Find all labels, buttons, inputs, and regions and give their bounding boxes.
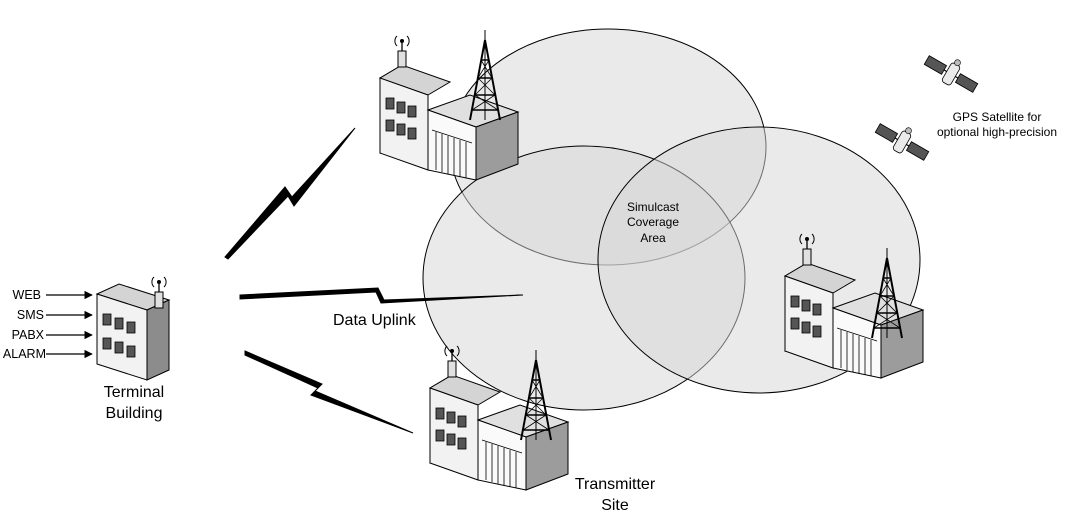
overlap-label-line3: Area: [640, 231, 666, 245]
coverage-ellipses: [422, 28, 921, 411]
terminal-building: [95, 276, 171, 381]
gps-label-line2: optional high-precision: [937, 125, 1057, 139]
transmitter-label-line1: Transmitter: [575, 476, 656, 493]
terminal-label-line1: Terminal: [104, 384, 164, 401]
input-arrows: [46, 290, 93, 359]
overlap-label-line1: Simulcast: [627, 200, 680, 214]
input-labels: WEB SMS PABX ALARM: [3, 288, 46, 361]
uplink-label: Data Uplink: [333, 312, 417, 329]
lightning-bolt-middle: [239, 287, 524, 304]
satellite-icon: [920, 45, 984, 99]
input-label-alarm: ALARM: [3, 347, 46, 361]
gps-label-line1: GPS Satellite for: [953, 110, 1042, 124]
input-label-pabx: PABX: [12, 328, 45, 342]
input-label-sms: SMS: [17, 308, 44, 322]
lightning-bolt-bottom: [244, 350, 414, 434]
overlap-label-line2: Coverage: [627, 215, 679, 229]
uplink-lightning: [224, 127, 524, 434]
satellite-icon: [871, 113, 935, 167]
transmitter-label-line2: Site: [601, 497, 629, 514]
lightning-bolt-top: [224, 127, 356, 260]
input-label-web: WEB: [13, 288, 41, 302]
terminal-label-line2: Building: [106, 405, 163, 422]
